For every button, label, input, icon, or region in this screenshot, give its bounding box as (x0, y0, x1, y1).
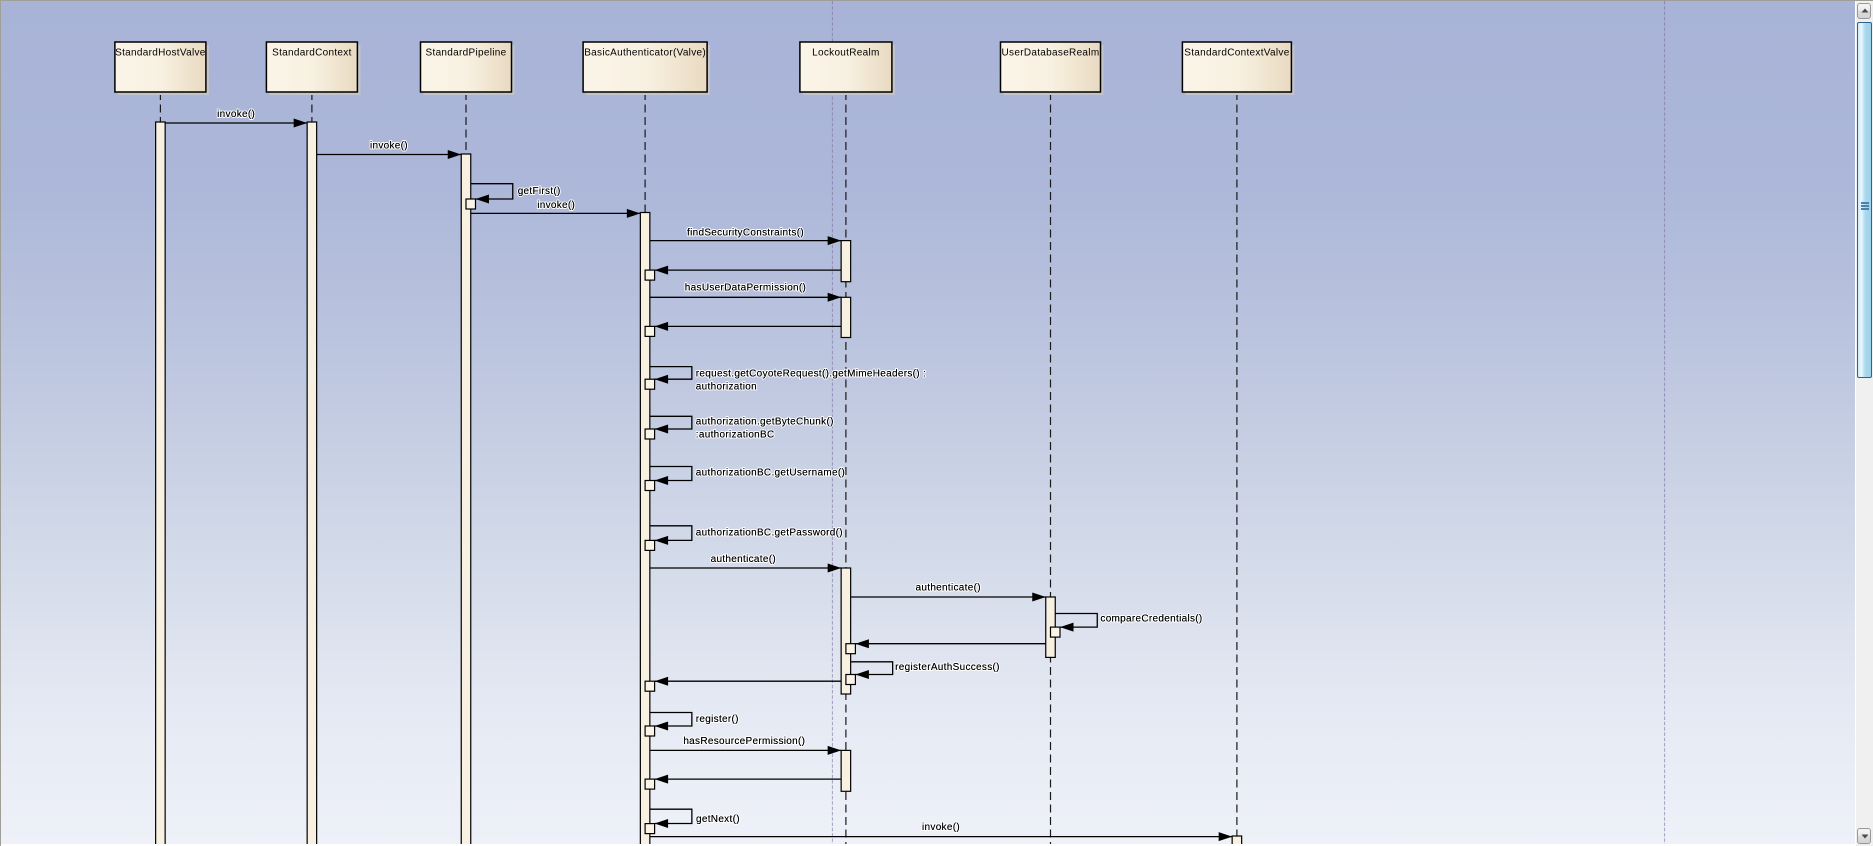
svg-text:hasResourcePermission(): hasResourcePermission() (683, 736, 805, 747)
svg-text:registerAuthSuccess(): registerAuthSuccess() (895, 662, 1000, 673)
svg-text:authorization.getByteChunk(): authorization.getByteChunk() (696, 417, 834, 428)
svg-text:getFirst(): getFirst() (518, 186, 561, 197)
svg-text:authorization.getByteChunk(): authorization.getByteChunk() (696, 417, 834, 428)
svg-text:register(): register() (696, 714, 739, 725)
svg-text:request.getCoyoteRequest().get: request.getCoyoteRequest().getMimeHeader… (696, 369, 926, 380)
svg-text:authorizationBC.getUsername(): authorizationBC.getUsername() (696, 467, 845, 478)
svg-text:invoke(): invoke() (217, 109, 255, 120)
svg-text:BasicAuthenticator(Valve): BasicAuthenticator(Valve) (584, 48, 706, 59)
svg-text:StandardPipeline: StandardPipeline (426, 48, 507, 59)
svg-text:authorizationBC.getUsername(): authorizationBC.getUsername() (696, 467, 845, 478)
svg-text:invoke(): invoke() (537, 200, 575, 211)
svg-text:getFirst(): getFirst() (518, 186, 561, 197)
svg-text:authenticate(): authenticate() (711, 554, 776, 565)
svg-text:getNext(): getNext() (696, 814, 740, 825)
svg-text:registerAuthSuccess(): registerAuthSuccess() (895, 662, 1000, 673)
svg-text:StandardContext: StandardContext (272, 48, 352, 59)
svg-text:authenticate(): authenticate() (916, 583, 981, 594)
svg-text:request.getCoyoteRequest().get: request.getCoyoteRequest().getMimeHeader… (696, 369, 926, 380)
svg-text::authorizationBC: :authorizationBC (696, 430, 775, 441)
svg-text:findSecurityConstraints(): findSecurityConstraints() (687, 228, 804, 239)
svg-text:StandardContextValve: StandardContextValve (1184, 48, 1289, 59)
svg-text:invoke(): invoke() (370, 141, 408, 152)
svg-text:authenticate(): authenticate() (711, 554, 776, 565)
svg-text:register(): register() (696, 714, 739, 725)
svg-text:invoke(): invoke() (922, 822, 960, 833)
svg-text:authorization: authorization (696, 382, 757, 393)
svg-text:invoke(): invoke() (537, 200, 575, 211)
svg-text:LockoutRealm: LockoutRealm (812, 48, 880, 59)
svg-text:findSecurityConstraints(): findSecurityConstraints() (687, 228, 804, 239)
svg-text:invoke(): invoke() (217, 109, 255, 120)
svg-text:UserDatabaseRealm: UserDatabaseRealm (1002, 48, 1100, 59)
svg-text:hasResourcePermission(): hasResourcePermission() (683, 736, 805, 747)
svg-text:authorizationBC.getPassword(): authorizationBC.getPassword() (696, 528, 843, 539)
svg-text:invoke(): invoke() (922, 822, 960, 833)
svg-text:authenticate(): authenticate() (916, 583, 981, 594)
svg-text:compareCredentials(): compareCredentials() (1100, 614, 1202, 625)
svg-text:compareCredentials(): compareCredentials() (1100, 614, 1202, 625)
svg-text:authorization: authorization (696, 382, 757, 393)
svg-text:authorizationBC.getPassword(): authorizationBC.getPassword() (696, 528, 843, 539)
svg-text:StandardHostValve: StandardHostValve (115, 48, 206, 59)
svg-text:hasUserDataPermission(): hasUserDataPermission() (685, 283, 806, 294)
svg-text:invoke(): invoke() (370, 141, 408, 152)
svg-text:getNext(): getNext() (696, 814, 740, 825)
svg-text::authorizationBC: :authorizationBC (696, 430, 775, 441)
svg-text:hasUserDataPermission(): hasUserDataPermission() (685, 283, 806, 294)
